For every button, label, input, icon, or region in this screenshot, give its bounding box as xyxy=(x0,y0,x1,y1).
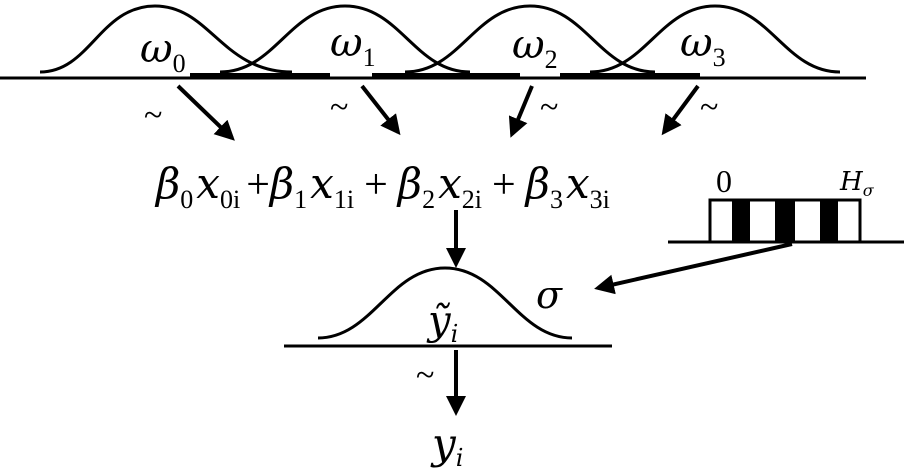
prior-label-0: ω0 xyxy=(140,26,186,78)
arrow-hist-to-sigma xyxy=(594,242,793,295)
sigma-histogram: 0 Hσ xyxy=(668,163,904,244)
histogram-bar-1 xyxy=(732,200,750,242)
tilde-1: ~ xyxy=(330,89,348,126)
prior-label-1: ω1 xyxy=(330,20,376,72)
prior-curve-2 xyxy=(404,4,656,74)
arrow-prior-2 xyxy=(508,85,534,138)
linear-predictor: β0x0i+β1x1i+β2x2i+β3x3i xyxy=(154,159,610,214)
tilde-2: ~ xyxy=(540,89,558,126)
prior-curve-1 xyxy=(219,4,471,74)
tilde-0: ~ xyxy=(144,97,162,134)
histogram-zero: 0 xyxy=(716,163,732,199)
prior-distributions: ω0 ω1 ω2 ω3 xyxy=(0,4,866,80)
tilde-observed: ~ xyxy=(416,357,434,394)
histogram-bar-2 xyxy=(775,200,795,242)
latent-distribution: ỹi xyxy=(284,266,612,348)
prior-label-2: ω2 xyxy=(512,22,558,74)
latent-label: ỹi xyxy=(426,298,458,348)
arrow-prior-1 xyxy=(360,84,401,136)
prior-arrows: ~ ~ ~ ~ xyxy=(144,84,718,141)
histogram-label: Hσ xyxy=(839,167,875,200)
prior-curve-0 xyxy=(39,4,293,74)
prior-label-3: ω3 xyxy=(680,20,726,72)
histogram-bar-3 xyxy=(820,200,838,242)
latent-curve xyxy=(317,266,573,340)
sigma-label: σ xyxy=(536,273,563,317)
arrow-prior-0 xyxy=(176,84,235,141)
prior-curve-3 xyxy=(589,4,841,74)
arrow-prior-3 xyxy=(661,84,700,136)
observed-label: yi xyxy=(430,419,463,470)
tilde-3: ~ xyxy=(700,89,718,126)
